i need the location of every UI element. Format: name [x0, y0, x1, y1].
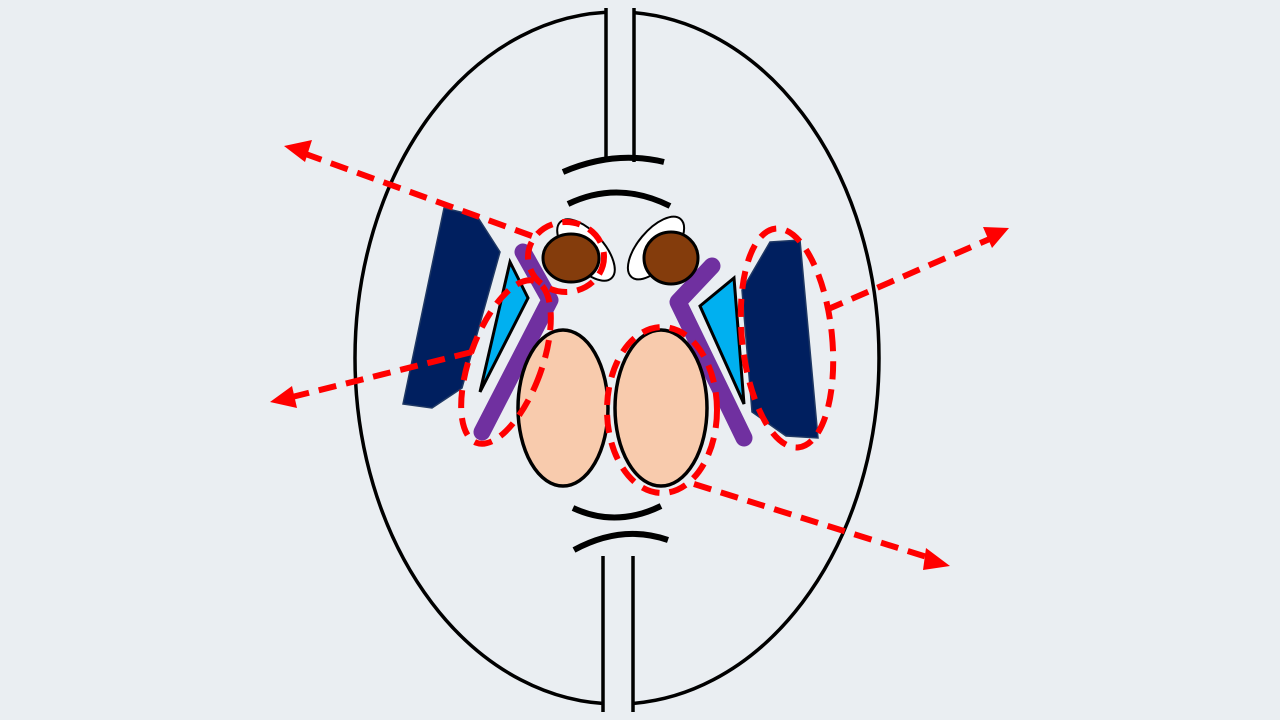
- middle-left-annotation-line: [287, 349, 473, 401]
- right-light-blue-wedge: [698, 275, 746, 405]
- upper-left-arrowhead: [284, 140, 312, 162]
- annotation-oval-right-blue: [737, 225, 837, 451]
- top-arc-upper: [561, 154, 665, 175]
- top-channel-gap: [606, 4, 634, 162]
- middle-left-arrowhead: [270, 386, 297, 408]
- annotation-group: [287, 149, 994, 561]
- annotation-oval-left-purple: [458, 277, 554, 447]
- right-arrowhead: [983, 227, 1009, 248]
- bottom-arc-upper: [571, 503, 663, 521]
- bottom-channel-gap: [603, 556, 633, 718]
- left-peach-ellipse: [516, 328, 610, 488]
- annotation-oval-right-peach: [604, 324, 720, 496]
- bottom-arc-lower: [572, 530, 669, 553]
- top-arc-lower: [566, 189, 672, 209]
- lower-right-annotation-line: [693, 481, 931, 561]
- right-peach-ellipse: [613, 328, 709, 488]
- right-brown-ellipse: [642, 230, 700, 286]
- right-dark-blue-block: [741, 239, 819, 439]
- right-annotation-line: [824, 235, 994, 313]
- lower-right-arrowhead: [923, 548, 950, 570]
- right-purple-bar: [669, 257, 753, 447]
- left-brown-ellipse: [541, 232, 601, 284]
- annotation-circle-brown: [525, 219, 607, 295]
- upper-left-annotation-line: [298, 149, 534, 239]
